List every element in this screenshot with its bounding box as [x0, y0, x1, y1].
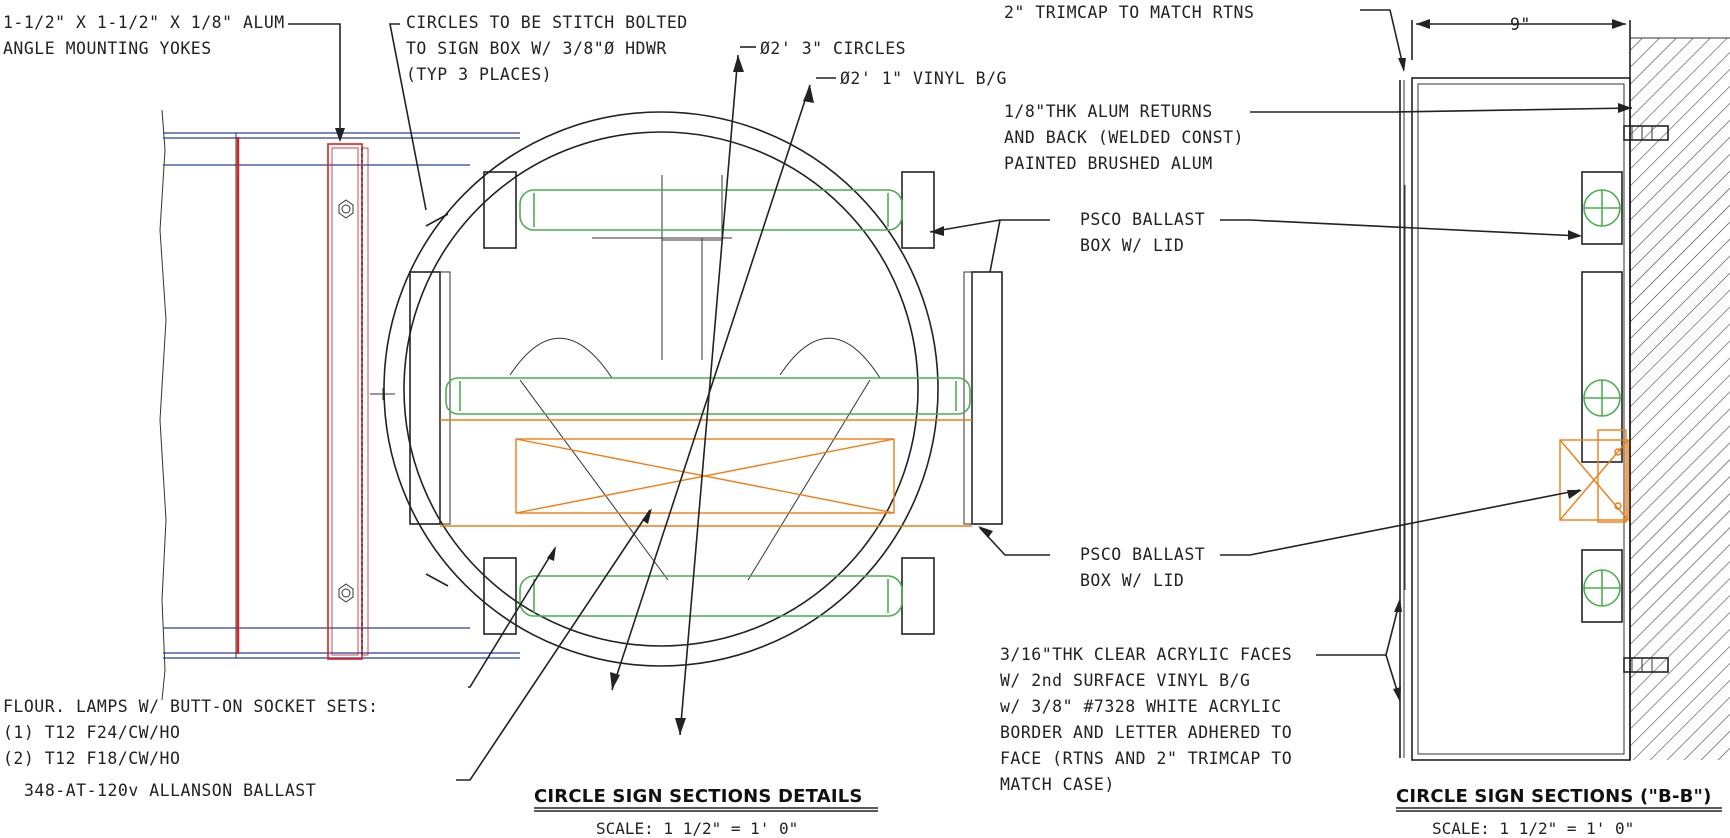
label-angle-yokes-2: ANGLE MOUNTING YOKES	[3, 39, 212, 58]
wall-anchors	[1623, 125, 1669, 673]
sign-circles	[370, 111, 939, 667]
label-acrylic-4: BORDER AND LETTER ADHERED TO	[1000, 723, 1292, 742]
label-lamps-1: FLOUR. LAMPS W/ BUTT-ON SOCKET SETS:	[3, 697, 379, 716]
label-circles-bolted-3: (TYP 3 PLACES)	[406, 65, 552, 84]
left-title: CIRCLE SIGN SECTIONS DETAILS	[534, 786, 863, 807]
wall-hatch	[1629, 37, 1730, 760]
label-ballast-top-2: BOX W/ LID	[1080, 236, 1184, 255]
label-lamps-3: (2) T12 F18/CW/HO	[3, 749, 180, 768]
label-ballast-bot-1: PSCO BALLAST	[1080, 545, 1205, 564]
label-returns-1: 1/8"THK ALUM RETURNS	[1004, 102, 1213, 121]
label-circles-bolted-2: TO SIGN BOX W/ 3/8"Ø HDWR	[406, 39, 667, 58]
label-returns-2: AND BACK (WELDED CONST)	[1004, 128, 1244, 147]
label-circles-bolted-1: CIRCLES TO BE STITCH BOLTED	[406, 13, 688, 32]
right-scale: SCALE: 1 1/2" = 1' 0"	[1432, 819, 1634, 838]
label-acrylic-1: 3/16"THK CLEAR ACRYLIC FACES	[1000, 645, 1292, 664]
label-acrylic-6: MATCH CASE)	[1000, 775, 1115, 794]
right-leaders	[1220, 9, 1633, 702]
label-trimcap: 2" TRIMCAP TO MATCH RTNS	[1004, 3, 1254, 22]
section-ballast	[1559, 429, 1629, 523]
angle-mounting-yoke	[327, 143, 369, 660]
drawing-titles: CIRCLE SIGN SECTIONS DETAILS SCALE: 1 1/…	[534, 786, 1722, 838]
sign-case-section	[1399, 19, 1631, 761]
mounting-beam	[159, 109, 520, 701]
label-depth-dim: 9"	[1510, 15, 1531, 34]
left-scale: SCALE: 1 1/2" = 1' 0"	[596, 819, 798, 838]
label-ballast-bot-2: BOX W/ LID	[1080, 571, 1184, 590]
right-title: CIRCLE SIGN SECTIONS ("B-B")	[1396, 786, 1712, 807]
label-allanson: 348-AT-120v ALLANSON BALLAST	[24, 781, 316, 800]
label-lamps-2: (1) T12 F24/CW/HO	[3, 723, 180, 742]
label-acrylic-5: FACE (RTNS AND 2" TRIMCAP TO	[1000, 749, 1292, 768]
label-acrylic-2: W/ 2nd SURFACE VINYL B/G	[1000, 671, 1250, 690]
diameter-dimensions	[610, 54, 814, 736]
annotation-text: 1-1/2" X 1-1/2" X 1/8" ALUM ANGLE MOUNTI…	[3, 3, 1531, 800]
label-ballast-top-1: PSCO BALLAST	[1080, 210, 1205, 229]
label-angle-yokes-1: 1-1/2" X 1-1/2" X 1/8" ALUM	[3, 13, 285, 32]
allanson-ballast	[440, 419, 972, 527]
label-returns-3: PAINTED BRUSHED ALUM	[1004, 154, 1213, 173]
section-lamps	[1583, 189, 1621, 607]
ballast-leaders	[929, 219, 1050, 556]
left-leaders	[288, 23, 836, 781]
end-brackets	[409, 271, 1003, 525]
label-vinyl-dim: Ø2' 1" VINYL B/G	[840, 69, 1007, 88]
label-acrylic-3: w/ 3/8" #7328 WHITE ACRYLIC	[1000, 697, 1282, 716]
label-circles-dim: Ø2' 3" CIRCLES	[760, 39, 906, 58]
